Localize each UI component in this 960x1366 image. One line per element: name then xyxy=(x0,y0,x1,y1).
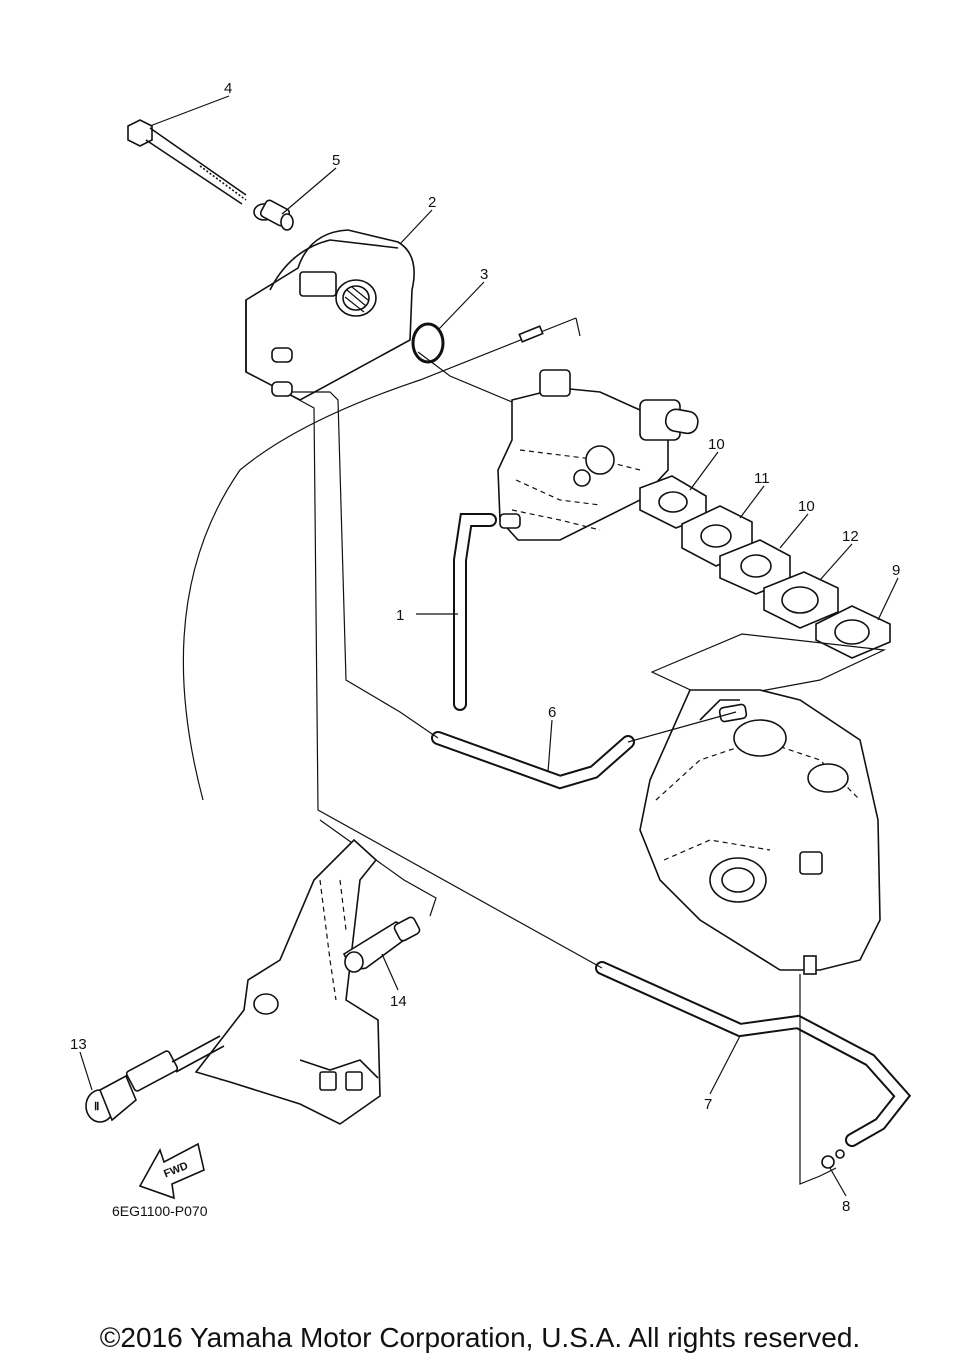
o-ring-part-3 xyxy=(411,322,445,364)
callout-2: 2 xyxy=(428,194,436,211)
collar-part-5 xyxy=(253,199,294,231)
callout-10-a: 10 xyxy=(708,436,725,453)
callout-1: 1 xyxy=(396,607,404,624)
callout-11: 11 xyxy=(754,470,770,487)
callout-10-b: 10 xyxy=(798,498,815,515)
callout-14: 14 xyxy=(390,993,407,1010)
callout-labels: 4 5 2 3 10 11 10 12 9 1 6 14 13 7 8 xyxy=(70,80,900,1215)
diagram-code: 6EG1100-P070 xyxy=(112,1203,208,1219)
grommet-part-14 xyxy=(342,916,421,973)
carburetor xyxy=(497,369,699,541)
callout-9: 9 xyxy=(892,562,900,579)
bottom-cowling xyxy=(194,838,381,1125)
clip-part-8 xyxy=(821,1149,845,1169)
insulator-part-12 xyxy=(763,571,839,629)
callout-6: 6 xyxy=(548,704,556,721)
copyright-notice: ©2016 Yamaha Motor Corporation, U.S.A. A… xyxy=(99,1322,861,1353)
choke-knob-part-13: Ⅱ xyxy=(85,1035,225,1123)
callout-3: 3 xyxy=(480,266,488,283)
callout-4: 4 xyxy=(224,80,232,97)
fwd-arrow-icon: FWD xyxy=(138,1142,205,1200)
silencer-part-2 xyxy=(245,229,415,401)
callout-12: 12 xyxy=(842,528,859,545)
leader-lines xyxy=(79,95,899,1197)
callout-5: 5 xyxy=(332,152,340,169)
callout-8: 8 xyxy=(842,1198,850,1215)
svg-text:Ⅱ: Ⅱ xyxy=(94,1101,99,1113)
callout-13: 13 xyxy=(70,1036,87,1053)
callout-7: 7 xyxy=(704,1096,712,1113)
cylinder-block xyxy=(639,689,881,975)
cable-end xyxy=(518,325,544,343)
bolt-part-4 xyxy=(127,119,247,205)
